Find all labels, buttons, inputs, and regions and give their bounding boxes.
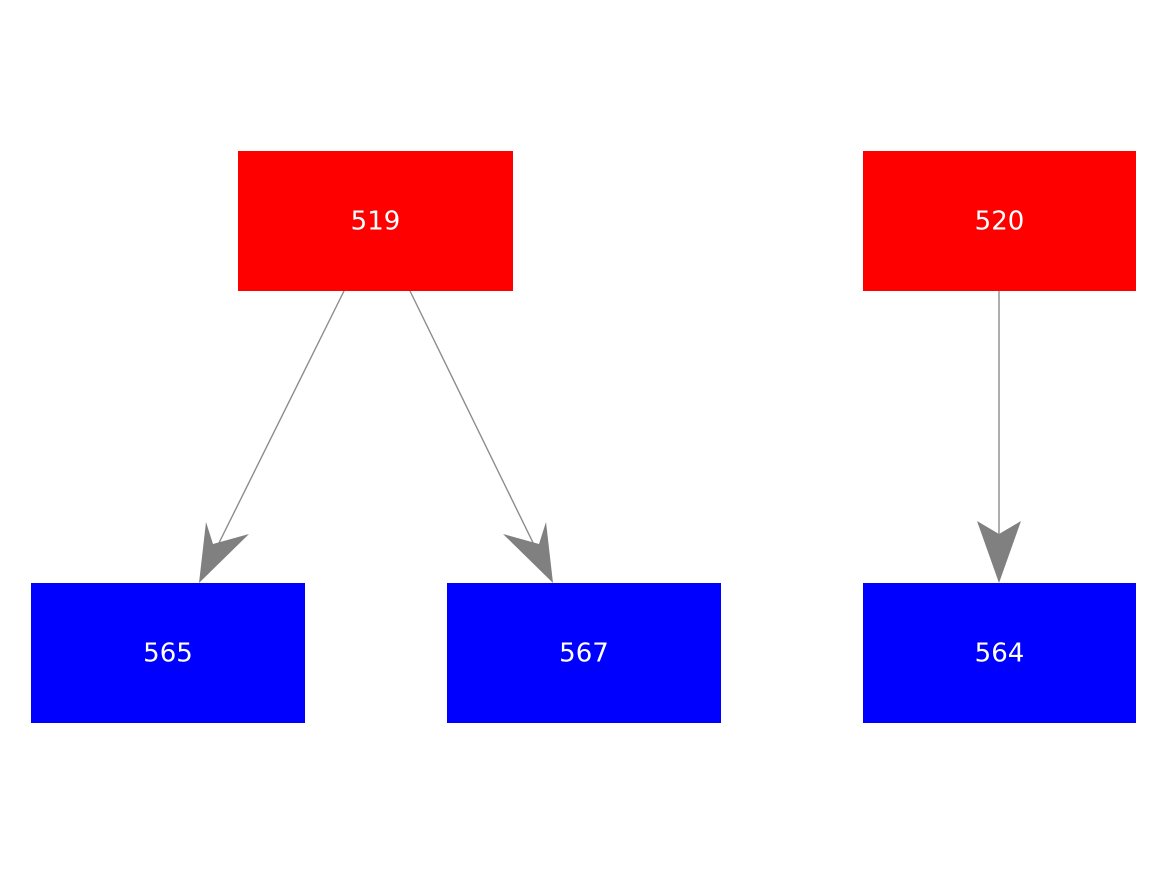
node-565-rect	[31, 583, 305, 723]
node-567-rect	[447, 583, 721, 723]
node-565-label: 565	[143, 639, 193, 669]
edge-519-to-565-line	[210, 290, 345, 560]
node-519[interactable]: 519	[238, 151, 513, 291]
edge-519-to-565[interactable]	[199, 290, 345, 583]
node-564[interactable]: 564	[863, 583, 1136, 723]
node-group: 519 520 565 567 564	[31, 151, 1136, 723]
node-520-rect	[863, 151, 1136, 291]
node-567[interactable]: 567	[447, 583, 721, 723]
edge-519-to-565-arrowhead	[199, 522, 249, 583]
node-564-label: 564	[975, 639, 1025, 669]
node-519-rect	[238, 151, 513, 291]
node-567-label: 567	[559, 639, 609, 669]
edge-520-to-564-arrowhead	[977, 521, 1021, 583]
node-520-label: 520	[975, 207, 1025, 237]
edge-519-to-567-line	[409, 290, 542, 560]
edge-group	[199, 290, 1021, 583]
node-520[interactable]: 520	[863, 151, 1136, 291]
node-519-label: 519	[351, 207, 401, 237]
node-565[interactable]: 565	[31, 583, 305, 723]
edge-519-to-567-arrowhead	[503, 522, 553, 583]
edge-520-to-564[interactable]	[977, 291, 1021, 583]
edge-519-to-567[interactable]	[409, 290, 553, 583]
node-564-rect	[863, 583, 1136, 723]
